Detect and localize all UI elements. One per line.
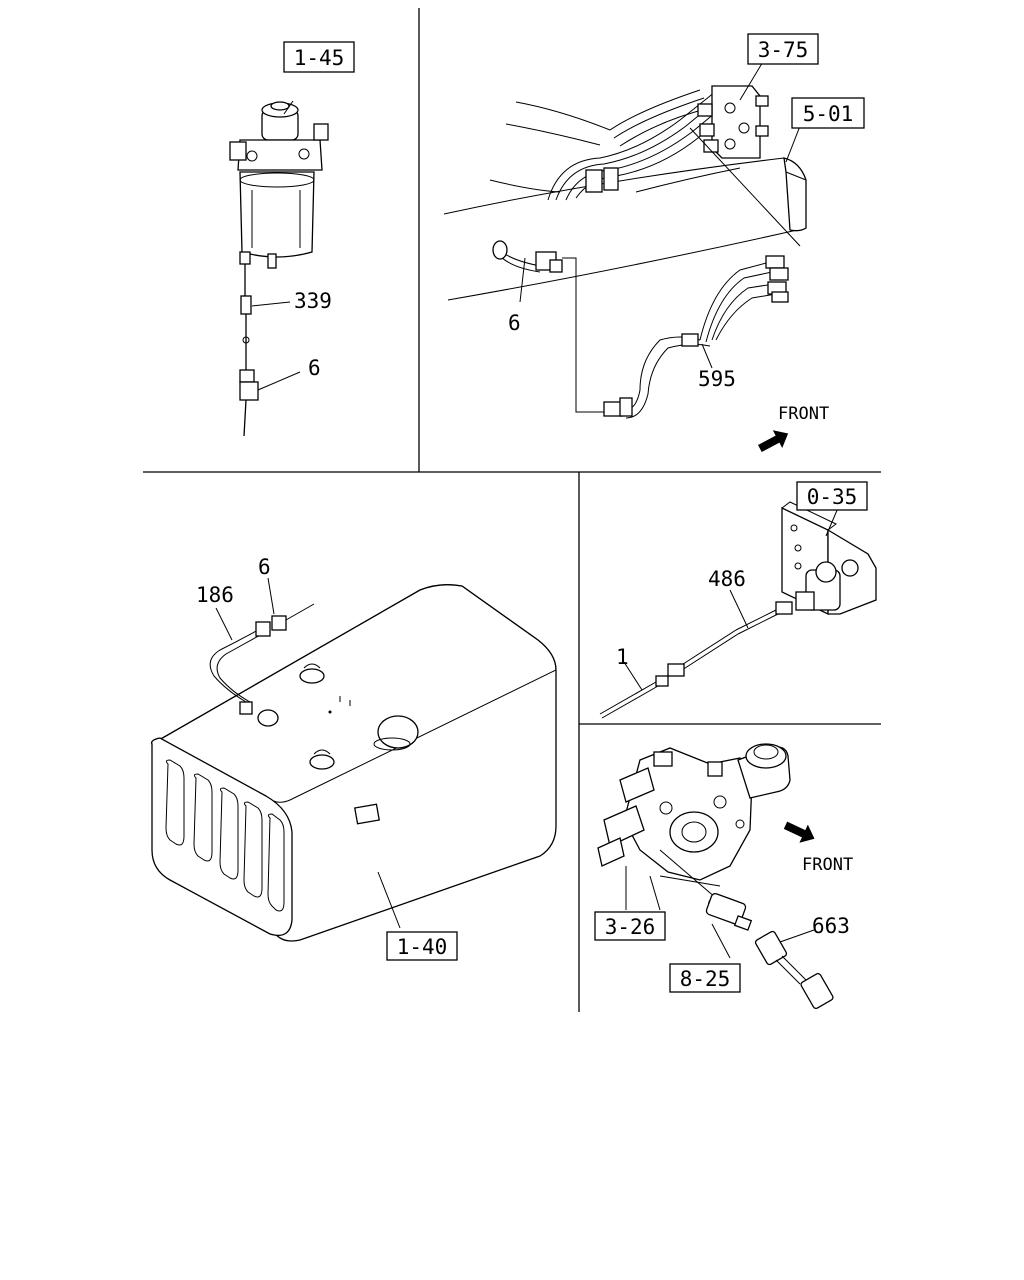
callout-1: 1 xyxy=(616,645,629,669)
callout-663: 663 xyxy=(812,914,850,938)
box-label-0-35: 0-35 xyxy=(796,481,868,511)
svg-text:3-26: 3-26 xyxy=(605,915,656,939)
callout-339: 339 xyxy=(294,289,332,313)
callout-186: 186 xyxy=(196,583,234,607)
front-label-top: FRONT xyxy=(778,404,829,424)
box-label-8-25: 8-25 xyxy=(669,963,741,993)
svg-text:1-40: 1-40 xyxy=(397,935,448,959)
box-label-3-26: 3-26 xyxy=(594,911,666,941)
box-label-1-45: 1-45 xyxy=(283,41,355,73)
callout-6-top-left: 6 xyxy=(308,356,321,380)
callout-6-tank: 6 xyxy=(258,555,271,579)
svg-text:8-25: 8-25 xyxy=(680,967,731,991)
fuel-tank xyxy=(150,577,557,942)
callout-6-top-right: 6 xyxy=(508,311,521,335)
box-label-3-75: 3-75 xyxy=(747,33,819,65)
svg-text:5-01: 5-01 xyxy=(803,102,854,126)
front-arrow-icon xyxy=(783,821,815,843)
callout-595: 595 xyxy=(698,367,736,391)
bracket-and-switch xyxy=(599,501,877,719)
svg-text:3-75: 3-75 xyxy=(758,38,809,62)
pump-and-pressure-switch xyxy=(597,743,834,1010)
frame-and-valve-assembly xyxy=(443,59,807,419)
front-label-bottom: FRONT xyxy=(802,855,853,875)
fuel-filter-assembly xyxy=(229,100,329,437)
box-label-1-40: 1-40 xyxy=(386,931,458,961)
panel-dividers xyxy=(143,8,881,1012)
svg-text:0-35: 0-35 xyxy=(807,485,858,509)
svg-text:1-45: 1-45 xyxy=(294,46,345,70)
front-arrow-icon xyxy=(757,430,789,453)
box-label-5-01: 5-01 xyxy=(791,97,865,129)
callout-486: 486 xyxy=(708,567,746,591)
